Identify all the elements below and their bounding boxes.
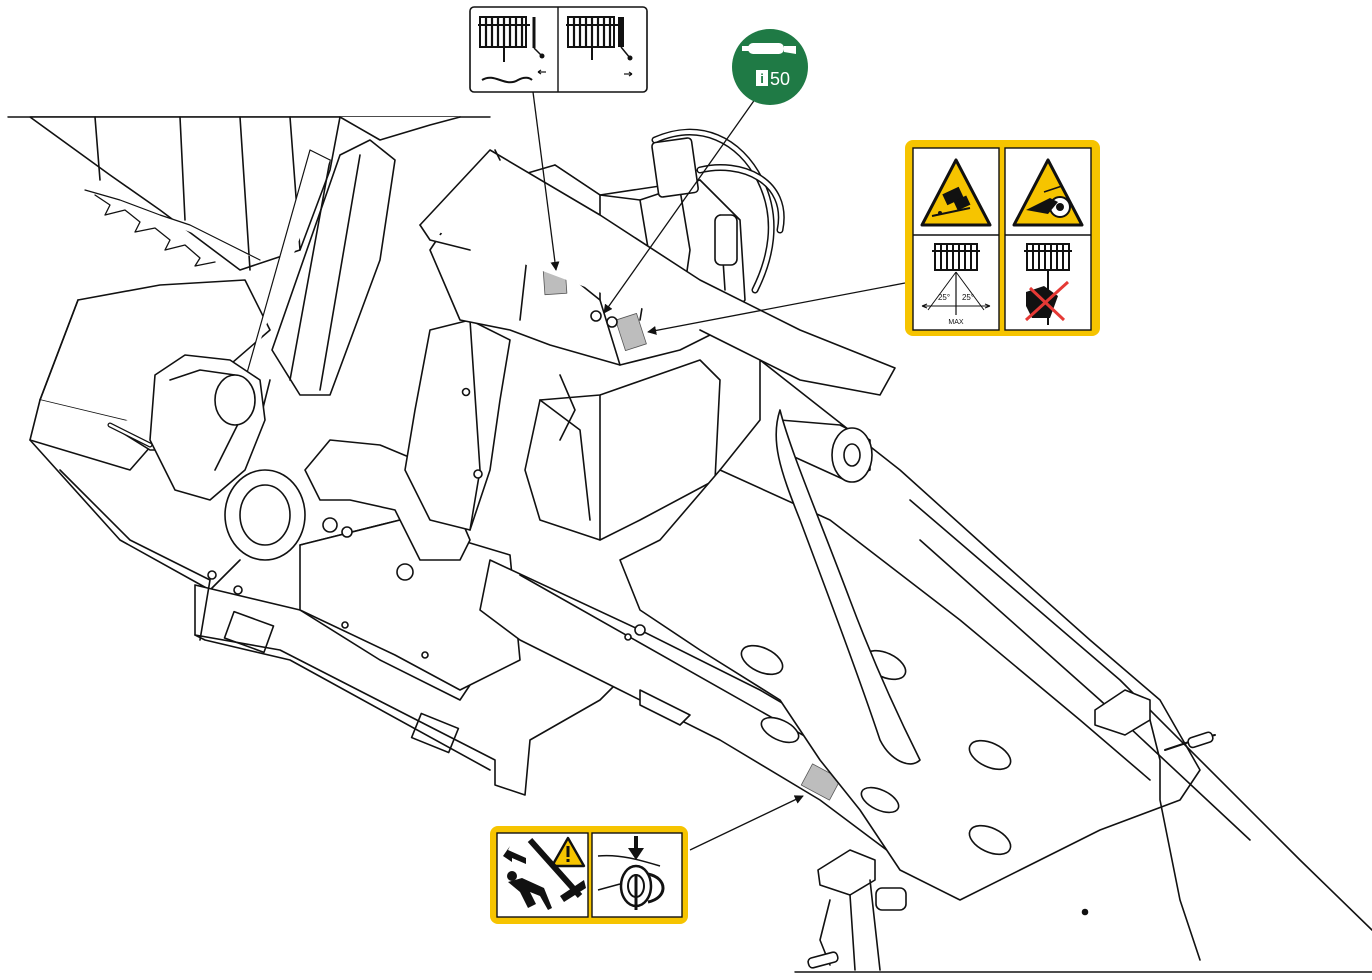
tip-over-hazard-icon [920, 158, 992, 227]
leader-lines [532, 91, 906, 851]
leader-tip-decal [689, 795, 804, 851]
winch-rope-decal [469, 6, 648, 93]
machine-line-art [7, 116, 1372, 973]
warning-triangle-icon [550, 836, 586, 868]
hitch-upright [404, 319, 511, 531]
leader-oil-decal [603, 94, 759, 314]
leader-warning-decal [647, 282, 906, 335]
angle-left-label: 25° [938, 293, 950, 302]
oil-can-icon [742, 43, 796, 54]
jack-stand-front [817, 849, 876, 896]
tip-warning-decal [490, 826, 688, 924]
oil-decal: i 50 [732, 29, 808, 105]
max-label: MAX [948, 319, 964, 326]
rear-hopper [29, 116, 341, 271]
winch-drum-icon [478, 16, 546, 84]
winch-drum-icon [566, 16, 633, 77]
winch-drum-icon [932, 243, 980, 271]
svg-text:i: i [760, 71, 764, 86]
tow-strap [775, 409, 921, 765]
entanglement-hazard-icon [1012, 158, 1084, 227]
winch-warning-decal: 25° 25° MAX [905, 140, 1100, 336]
discharge-chute [271, 139, 396, 396]
fall-hazard-icon [503, 838, 586, 910]
prohibited-hand-icon [1024, 280, 1070, 322]
pulley-hook-icon [597, 836, 665, 910]
lower-hopper [524, 359, 721, 541]
angle-right-label: 25° [962, 293, 974, 302]
leader-winch-decal [532, 91, 560, 271]
oil-interval-value: 50 [770, 69, 790, 89]
